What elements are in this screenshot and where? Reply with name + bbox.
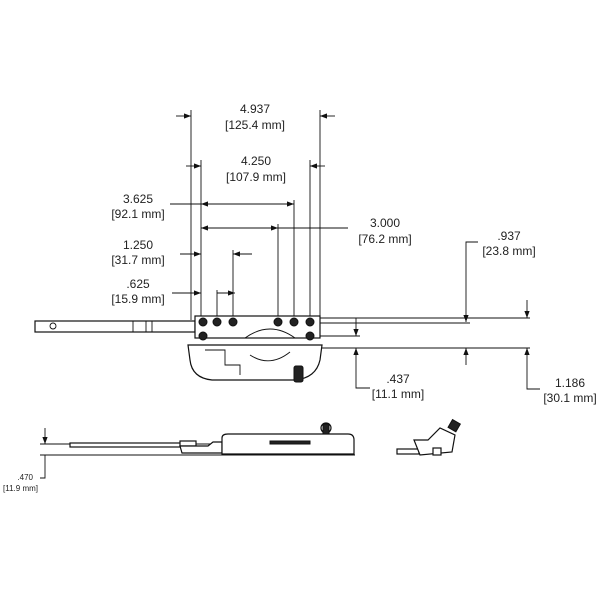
dim-0937-inch: .937	[497, 229, 521, 243]
dim-0937-mm: [23.8 mm]	[482, 244, 535, 258]
dim-0470-inch: .470	[17, 473, 33, 482]
dim-mount-width-mm: [107.9 mm]	[226, 170, 286, 184]
dim-1186-inch: 1.186	[555, 376, 585, 390]
dim-3000-inch: 3.000	[370, 216, 400, 230]
dim-1250-mm: [31.7 mm]	[111, 253, 164, 267]
mounting-holes	[198, 317, 315, 341]
reference-lines	[320, 317, 530, 349]
dim-3625-inch: 3.625	[123, 192, 153, 206]
dim-1250-inch: 1.250	[123, 238, 153, 252]
operator-side-view	[40, 422, 355, 479]
dim-0437-inch: .437	[386, 372, 410, 386]
dim-0470-mm: [11.9 mm]	[3, 484, 38, 493]
dim-overall-width-mm: [125.4 mm]	[225, 118, 285, 132]
operator-end-view	[396, 418, 462, 456]
dim-mount-width-inch: 4.250	[241, 154, 271, 168]
dim-0625-inch: .625	[126, 277, 150, 291]
dim-overall-width-inch: 4.937	[240, 102, 270, 116]
extension-lines	[190, 110, 321, 320]
dim-3000-mm: [76.2 mm]	[358, 232, 411, 246]
operator-top-view	[34, 315, 323, 383]
dim-3625-mm: [92.1 mm]	[111, 207, 164, 221]
dim-0437-mm: [11.1 mm]	[372, 387, 424, 401]
dim-0625-mm: [15.9 mm]	[111, 292, 164, 306]
dimension-labels: 4.937 [125.4 mm] 4.250 [107.9 mm] 3.625 …	[3, 102, 597, 493]
dim-1186-mm: [30.1 mm]	[543, 391, 596, 405]
dimension-arrows	[170, 113, 540, 390]
